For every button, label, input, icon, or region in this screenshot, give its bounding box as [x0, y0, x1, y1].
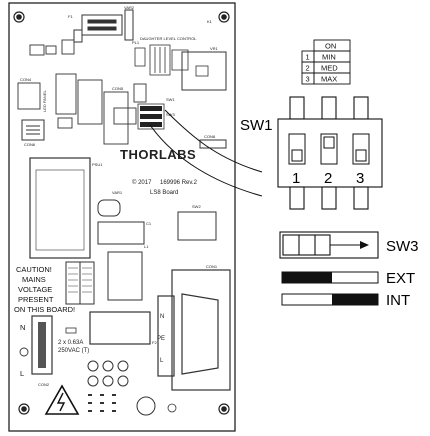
table-row-1-num: 1: [306, 53, 310, 62]
high-voltage-warning-icon: [44, 384, 80, 415]
arrow-right-icon: [330, 241, 369, 249]
table-row-3-num: 3: [306, 75, 310, 84]
board-name-text: LS8 Board: [150, 190, 178, 196]
vr1-knob: [195, 65, 209, 77]
caution-capacitors: [65, 261, 95, 305]
label-pe-pin: PE: [157, 336, 165, 342]
caution-line-5: ON THIS BOARD!: [14, 305, 75, 314]
pcb-outline: [8, 2, 236, 432]
terminal-label-l: L: [20, 369, 24, 378]
con6-block: [21, 119, 45, 141]
l1-block: [107, 251, 143, 301]
mounting-holes: [13, 11, 230, 415]
left-components: [17, 39, 147, 145]
sw1-number-2: 2: [324, 170, 332, 187]
thorlabs-logo: THORLABS: [120, 147, 196, 162]
bottom-smd: [88, 394, 116, 412]
con8-block: [199, 139, 227, 149]
label-var2: VAR2: [124, 5, 135, 10]
caution-line-2: MAINS: [22, 275, 46, 284]
board-sw1: [137, 103, 165, 130]
copyright-text: © 2017: [132, 179, 152, 186]
round-components: [87, 360, 156, 416]
c1-block: [97, 221, 145, 245]
sw1-slots: [288, 133, 370, 165]
ext-indicator: [281, 271, 379, 284]
callout-curve-sw1: [164, 109, 263, 173]
caution-line-3: VOLTAGE: [18, 285, 52, 294]
var1-block: [97, 199, 121, 217]
f2-block: [89, 311, 151, 345]
label-c1: C1: [146, 221, 152, 226]
label-con8: CON8: [204, 134, 216, 139]
label-sw2: SW2: [192, 204, 201, 209]
ground-icon-bottom: [167, 403, 177, 413]
sw3-callout-label: SW3: [386, 238, 419, 255]
sw1-number-3: 3: [356, 170, 364, 187]
label-con6: CON6: [24, 142, 36, 147]
label-board-sw1: SW1: [166, 97, 175, 102]
label-n-pin: N: [160, 314, 164, 320]
sw2-block: [177, 211, 217, 241]
relay-f1-area: [73, 9, 134, 43]
vr1-block: [181, 51, 227, 91]
label-psu1: PSU1: [92, 162, 103, 167]
fuse-line-2: 250VAC (T): [58, 348, 89, 354]
sw1-number-1: 1: [292, 170, 300, 187]
int-label: INT: [386, 292, 410, 309]
terminal-block: [31, 315, 53, 375]
label-vr1: VR1: [210, 46, 219, 51]
con1-connector: [157, 269, 231, 391]
fuse-line-1: 2 x 0.63A: [58, 340, 83, 346]
label-led-panel: LED PANEL: [42, 90, 47, 112]
table-row-1-label: MIN: [322, 53, 336, 62]
caution-line-1: CAUTION!: [16, 265, 52, 274]
callout-curve-sw3: [149, 124, 263, 197]
label-con1: CON1: [206, 264, 218, 269]
label-pl1: PL1: [132, 40, 140, 45]
label-l-pin: L: [160, 358, 164, 364]
label-l1: L1: [144, 244, 149, 249]
ext-label: EXT: [386, 270, 415, 287]
table-row-3-label: MAX: [321, 75, 337, 84]
int-indicator: [281, 293, 379, 306]
caution-line-4: PRESENT: [18, 295, 54, 304]
label-daughter: DAUGHTER LEVEL CONTROL: [140, 36, 197, 41]
label-con4: CON4: [20, 77, 32, 82]
table-header-on: ON: [325, 42, 336, 51]
label-board-sw3: SW3: [166, 112, 175, 117]
ic-grid: [134, 44, 189, 76]
terminal-label-n: N: [20, 323, 25, 332]
label-var1: VAR1: [112, 190, 123, 195]
ground-icon: [19, 347, 29, 357]
label-f2: F2: [152, 340, 157, 345]
brand-text: THORLABS: [120, 147, 196, 162]
psu1-block: [29, 157, 91, 259]
part-number-text: 169996 Rev.2: [160, 180, 198, 186]
switch-settings-table: [301, 39, 351, 85]
fuse-icon: [65, 327, 77, 334]
sw1-levers: [291, 136, 367, 162]
table-row-2-num: 2: [306, 64, 310, 73]
caution-text: CAUTION! MAINS VOLTAGE PRESENT ON THIS B…: [14, 265, 75, 314]
table-row-2-label: MED: [321, 64, 338, 73]
label-con2: CON2: [38, 382, 50, 387]
sw1-callout-label: SW1: [240, 117, 273, 134]
label-k1: K1: [207, 19, 213, 24]
label-con5: CON5: [112, 86, 124, 91]
label-f1: F1: [68, 14, 73, 19]
